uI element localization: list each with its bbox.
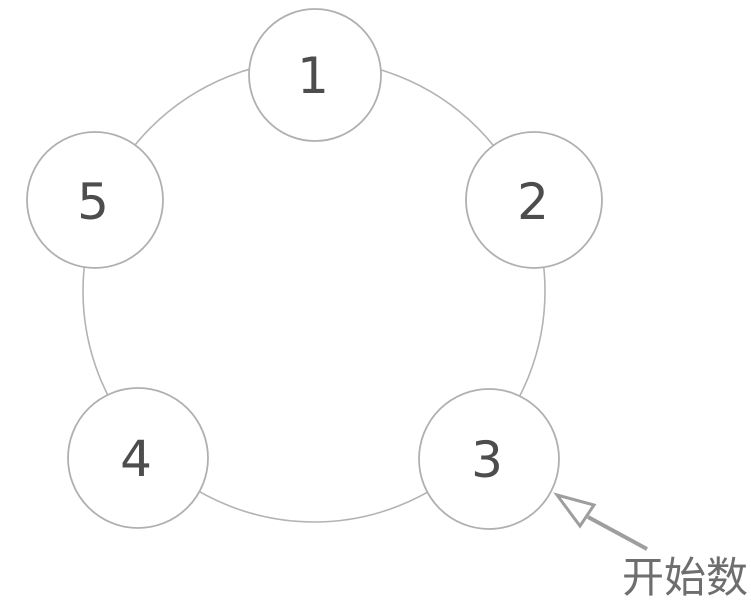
node-label: 3	[471, 431, 503, 489]
annotation-label: 开始数	[622, 553, 748, 602]
node-3: 3	[418, 388, 560, 530]
node-1: 1	[248, 8, 382, 142]
node-label: 2	[517, 173, 549, 231]
node-circle	[26, 131, 164, 269]
node-circle	[67, 387, 209, 529]
arrow-shaft	[587, 515, 648, 551]
arrow-head-icon	[553, 492, 597, 529]
node-label: 1	[297, 47, 329, 105]
node-2: 2	[465, 131, 603, 269]
node-4: 4	[67, 387, 209, 529]
node-label: 5	[77, 173, 109, 231]
node-label: 4	[120, 430, 152, 488]
node-5: 5	[26, 131, 164, 269]
node-circle	[418, 388, 560, 530]
node-circle	[465, 131, 603, 269]
node-circle	[248, 8, 382, 142]
start-annotation: 开始数	[553, 492, 748, 602]
